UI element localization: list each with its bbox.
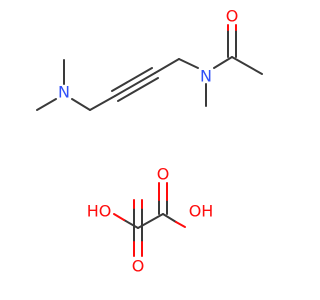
structure-diagram: N N O O HO OH O xyxy=(36,7,263,276)
bond-triple-3 xyxy=(117,77,159,102)
atom-n-amine: N xyxy=(58,83,70,102)
oxalic-acid-molecule: O HO OH O xyxy=(87,165,214,276)
bond-n-carbonyl xyxy=(213,56,233,69)
atom-oh-right: OH xyxy=(189,202,214,221)
bond-ch2-n xyxy=(178,58,199,69)
atom-o-bottom: O xyxy=(132,257,145,276)
atom-o-carbonyl: O xyxy=(226,7,239,26)
bond-n-methyl-left xyxy=(36,98,57,111)
atom-o-top-right: O xyxy=(157,165,170,184)
bond-triple-2 xyxy=(111,67,153,92)
bond-ch2-alkyne xyxy=(89,95,116,111)
atom-ho-left: HO xyxy=(87,202,112,221)
bond-left-c-oh xyxy=(123,219,139,229)
bond-right-c-oh xyxy=(162,213,177,223)
bond-triple-1 xyxy=(114,72,156,97)
bond-right-c-oh-o xyxy=(175,221,186,228)
bond-carbonyl-methyl xyxy=(231,56,263,75)
bond-left-c-oh-o xyxy=(113,213,125,221)
acetamide-molecule: N N O xyxy=(36,7,263,111)
bond-alkyne-ch2 xyxy=(154,58,180,74)
bond-n-ch2 xyxy=(71,98,91,111)
atom-n-amide: N xyxy=(200,67,212,86)
